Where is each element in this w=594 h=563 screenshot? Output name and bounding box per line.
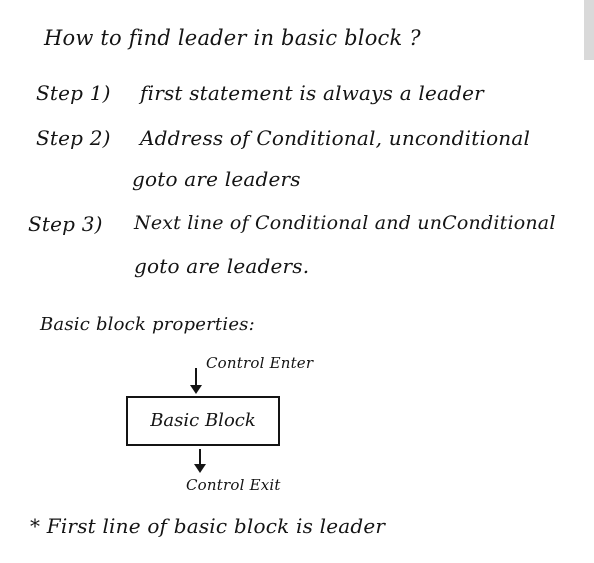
step-3-continuation: goto are leaders.	[134, 254, 310, 278]
exit-arrow-icon	[194, 449, 206, 473]
basic-block-label: Basic Block	[150, 410, 256, 431]
leader-note: * First line of basic block is leader	[30, 514, 386, 538]
step-1-label: Step 1)	[36, 81, 111, 105]
page-title: How to find leader in basic block ?	[44, 26, 421, 50]
control-exit-label: Control Exit	[186, 476, 281, 494]
step-2-continuation: goto are leaders	[132, 167, 301, 191]
step-2-text: Address of Conditional, unconditional	[140, 126, 531, 150]
properties-heading: Basic block properties:	[40, 314, 255, 335]
video-edge-strip	[584, 0, 594, 60]
entry-arrow-icon	[190, 368, 202, 394]
control-enter-label: Control Enter	[206, 354, 314, 372]
step-1-text: first statement is always a leader	[140, 81, 484, 105]
step-3-label: Step 3)	[28, 212, 103, 236]
step-3-text: Next line of Conditional and unCondition…	[134, 212, 556, 234]
step-2-label: Step 2)	[36, 126, 111, 150]
basic-block-box: Basic Block	[126, 396, 280, 446]
